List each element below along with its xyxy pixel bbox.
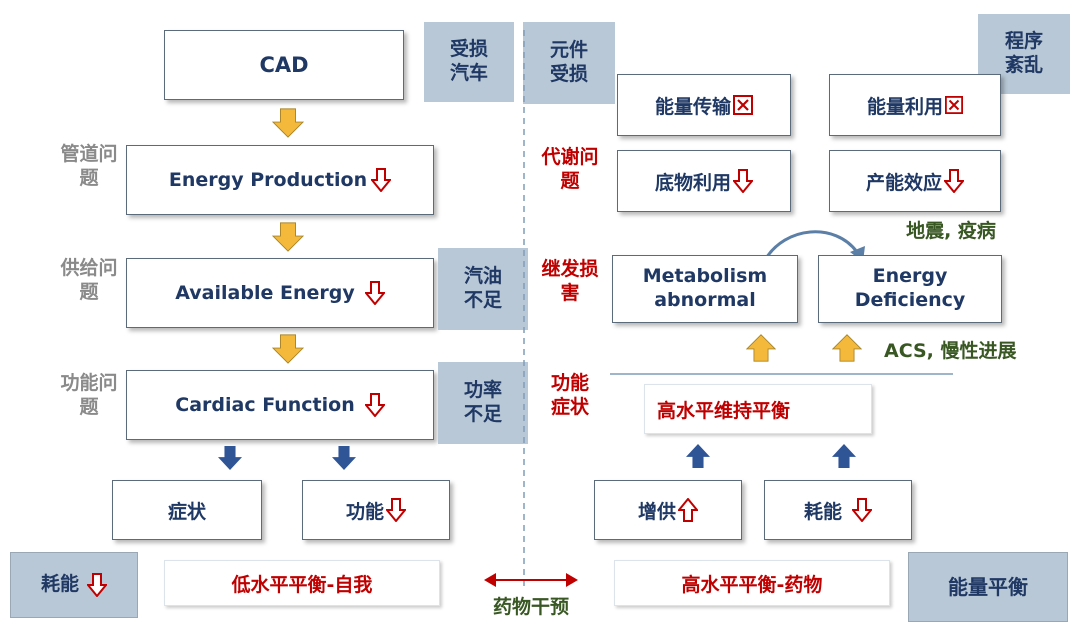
cardiac-function-label: Cardiac Function [175, 394, 355, 416]
cad-label: CAD [259, 53, 309, 77]
damaged-parts-text: 元件受损 [549, 39, 588, 85]
earthquake-epidemic-label: 地震, 疫病 [886, 220, 1016, 244]
blue-down-arrow [218, 446, 242, 470]
function-box: 功能 [302, 480, 450, 540]
metabolism-abnormal-label: Metabolism abnormal [642, 265, 768, 311]
low-balance-self-label: 低水平平衡-自我 [231, 573, 373, 596]
x-mark-icon [945, 96, 963, 114]
low-balance-self-box: 低水平平衡-自我 [164, 560, 440, 606]
yellow-up-arrow [832, 334, 862, 362]
function-problem-label: 功能问题 [60, 372, 118, 420]
blue-up-arrow [832, 444, 856, 468]
function-symptoms-label: 功能症状 [528, 372, 612, 420]
energy-utilization-box: 能量利用 [829, 74, 1001, 136]
bottom-consume-energy-label: 耗能 [40, 573, 79, 596]
supply-problem-text: 供给问题 [60, 257, 118, 303]
energy-efficiency-box: 产能效应 [829, 150, 1001, 212]
energy-production-label: Energy Production [168, 169, 368, 191]
down-arrow-icon [386, 498, 406, 522]
down-arrow-icon [365, 281, 385, 305]
down-arrow-icon [944, 169, 964, 193]
symptoms-label: 症状 [167, 500, 206, 523]
acs-chronic-label: ACS, 慢性进展 [884, 340, 1054, 364]
energy-transport-box: 能量传输 [617, 74, 791, 136]
energy-deficiency-label: Energy Deficiency [854, 265, 966, 311]
down-arrow-icon [365, 393, 385, 417]
damaged-parts-box: 元件受损 [523, 22, 615, 104]
consume-energy-box: 耗能 [764, 480, 912, 540]
down-arrow-icon [87, 573, 107, 597]
blue-down-arrow [332, 446, 356, 470]
secondary-damage-label: 继发损害 [528, 258, 612, 306]
energy-balance-label: 能量平衡 [948, 574, 1028, 599]
drug-intervention-text: 药物干预 [492, 596, 569, 618]
insufficient-power-text: 功率不足 [463, 379, 502, 425]
available-energy-label: Available Energy [175, 282, 355, 304]
divider-line [523, 30, 525, 590]
substrate-utilization-box: 底物利用 [617, 150, 791, 212]
insufficient-gas-box: 汽油不足 [438, 248, 528, 330]
energy-transport-label: 能量传输 [654, 95, 731, 118]
blue-up-arrow [686, 444, 710, 468]
metabolic-problem-label: 代谢问题 [528, 146, 612, 194]
metabolism-abnormal-box: Metabolism abnormal [612, 255, 798, 323]
function-problem-text: 功能问题 [60, 372, 118, 418]
metabolic-problem-text: 代谢问题 [541, 146, 599, 192]
function-label: 功能 [345, 500, 384, 523]
increase-supply-box: 增供 [594, 480, 742, 540]
yellow-up-arrow [746, 334, 776, 362]
yellow-down-arrow [272, 222, 304, 252]
damaged-car-box: 受损汽车 [424, 22, 514, 102]
high-level-maintain-box: 高水平维持平衡 [644, 384, 872, 434]
high-balance-drug-label: 高水平平衡-药物 [681, 573, 823, 596]
energy-efficiency-label: 产能效应 [865, 171, 942, 194]
separator-line [610, 373, 953, 375]
high-level-maintain-label: 高水平维持平衡 [657, 399, 791, 422]
down-arrow-icon [852, 498, 872, 522]
high-balance-drug-box: 高水平平衡-药物 [614, 560, 890, 606]
earthquake-epidemic-text: 地震, 疫病 [906, 220, 996, 242]
insufficient-power-box: 功率不足 [438, 362, 528, 444]
drug-intervention-label: 药物干预 [474, 596, 588, 620]
yellow-down-arrow [272, 334, 304, 364]
down-arrow-icon [371, 168, 391, 192]
energy-deficiency-box: Energy Deficiency [818, 255, 1002, 323]
double-arrow [484, 573, 578, 587]
pipe-problem-label: 管道问题 [60, 143, 118, 191]
acs-chronic-text: ACS, 慢性进展 [884, 340, 1017, 362]
increase-supply-label: 增供 [637, 500, 676, 523]
energy-balance-box: 能量平衡 [908, 552, 1068, 622]
substrate-utilization-label: 底物利用 [654, 171, 731, 194]
consume-energy-label: 耗能 [803, 500, 842, 523]
down-arrow-icon [733, 169, 753, 193]
program-disorder-text: 程序紊乱 [1004, 30, 1043, 76]
bottom-consume-energy-box: 耗能 [10, 552, 138, 618]
cardiac-function-box: Cardiac Function [126, 370, 434, 440]
available-energy-box: Available Energy [126, 258, 434, 328]
pipe-problem-text: 管道问题 [60, 143, 118, 189]
damaged-car-text: 受损汽车 [449, 38, 488, 84]
x-mark-icon [733, 95, 753, 115]
insufficient-gas-text: 汽油不足 [463, 265, 502, 311]
yellow-down-arrow [272, 108, 304, 138]
function-symptoms-text: 功能症状 [550, 372, 589, 418]
supply-problem-label: 供给问题 [60, 257, 118, 305]
energy-utilization-label: 能量利用 [866, 95, 943, 118]
cad-box: CAD [164, 30, 404, 100]
symptoms-box: 症状 [112, 480, 262, 540]
up-arrow-icon [678, 498, 698, 522]
energy-production-box: Energy Production [126, 145, 434, 215]
secondary-damage-text: 继发损害 [541, 258, 599, 304]
